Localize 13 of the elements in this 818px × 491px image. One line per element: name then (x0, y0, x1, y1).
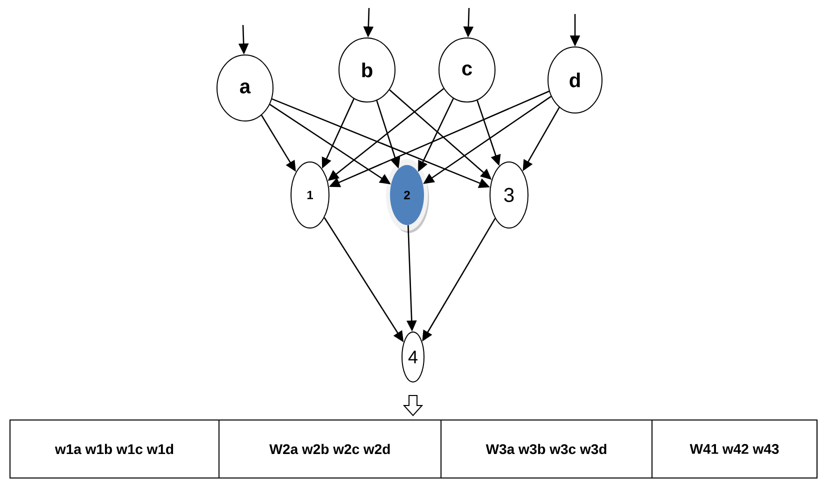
ellipse-node: 3 (490, 162, 528, 228)
arrow (402, 395, 424, 416)
ellipse-node: 4 (402, 332, 424, 382)
ellipse-node: 1 (290, 162, 330, 228)
table-cell: W3a w3b w3c w3d (440, 420, 652, 478)
table-cell: w1a w1b w1c w1d (10, 420, 220, 478)
table-cell: W2a w2b w2c w2d (218, 420, 442, 478)
table-cell: W41 w42 w43 (652, 420, 818, 478)
ellipse-node: c (438, 38, 496, 102)
ellipse-node: 2 (386, 159, 429, 233)
ellipse-node: a (216, 54, 274, 122)
ellipse-node: d (548, 46, 602, 114)
ellipse-node: b (338, 38, 396, 102)
